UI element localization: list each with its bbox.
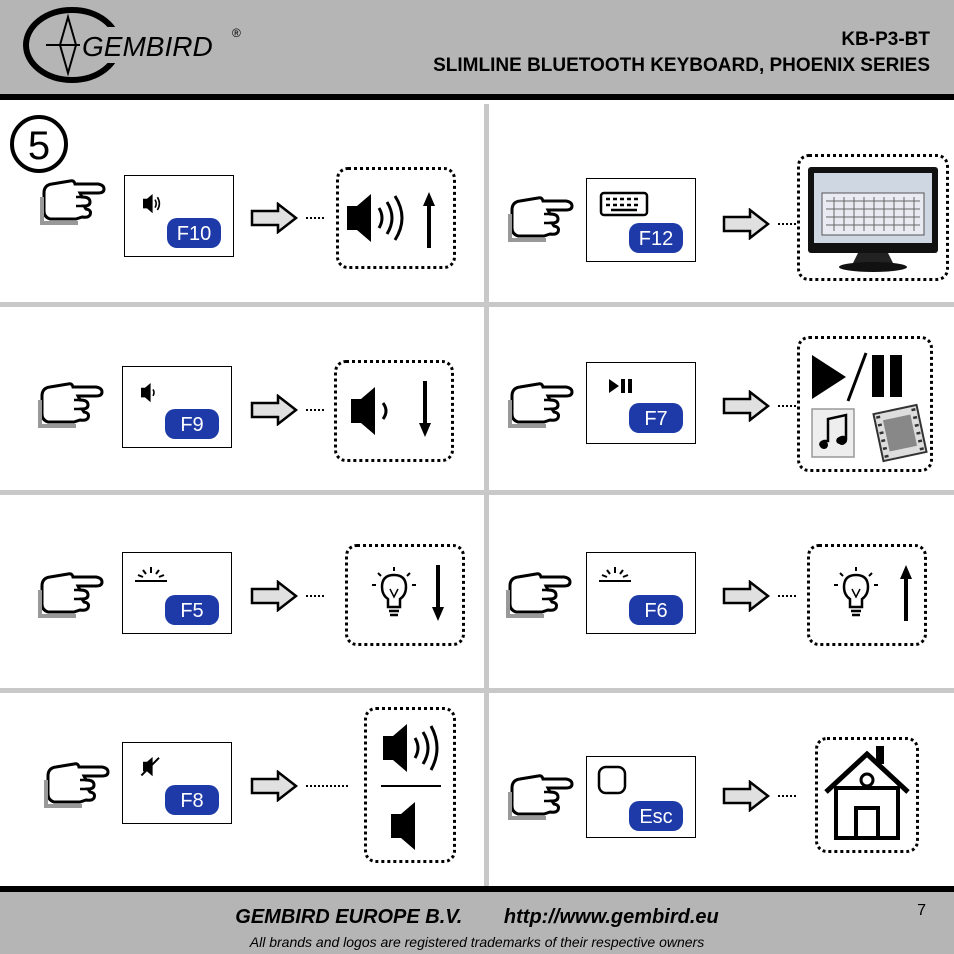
key-esc: Esc (586, 756, 696, 838)
volume-up-icon (143, 194, 161, 214)
row-divider-1 (0, 302, 954, 307)
logo-brand-text: GEMBIRD (82, 31, 213, 62)
home-icon (824, 746, 910, 840)
key-label-f12: F12 (639, 228, 673, 250)
logo-registered-mark: ® (232, 26, 241, 40)
pointing-hand-icon (508, 381, 574, 428)
arrow-f6 (722, 580, 802, 617)
key-label-f8: F8 (180, 790, 203, 812)
lightbulb-icon (370, 565, 418, 617)
arrow-up-icon (423, 192, 435, 248)
home-key-icon (597, 765, 627, 795)
key-f8: F8 (122, 742, 232, 824)
pointing-hand-icon (38, 381, 104, 428)
product-name: SLIMLINE BLUETOOTH KEYBOARD, PHOENIX SER… (433, 55, 930, 76)
arrow-right-icon (722, 390, 800, 422)
mute-icon (140, 757, 160, 777)
hand-pointer-f6 (506, 568, 576, 625)
hand-pointer-f8 (44, 758, 114, 815)
pointing-hand-icon (38, 571, 104, 618)
volume-up-icon (347, 194, 404, 242)
arrow-esc (722, 780, 802, 817)
footer-company-line: GEMBIRD EUROPE B.V. http://www.gembird.e… (0, 906, 954, 929)
key-f10: F10 (124, 175, 234, 257)
hand-pointer-esc (508, 770, 578, 827)
row-divider-2 (0, 490, 954, 495)
key-label-f5: F5 (180, 600, 203, 622)
arrow-f7 (722, 390, 802, 427)
arrow-right-icon (722, 580, 800, 612)
arrow-right-icon (722, 780, 800, 812)
arrow-f5 (250, 580, 330, 617)
page-number: 7 (917, 902, 926, 919)
step-number-badge: 5 (9, 114, 69, 174)
play-pause-icon (609, 379, 632, 393)
volume-down-icon (141, 383, 155, 403)
company-name: GEMBIRD EUROPE B.V. (235, 906, 463, 928)
arrow-down-icon (432, 565, 444, 621)
key-label-f10: F10 (177, 223, 211, 245)
step-number: 5 (28, 124, 50, 168)
result-brightness-up (807, 544, 927, 646)
pointing-hand-icon (44, 761, 110, 808)
pointing-hand-icon (508, 195, 574, 242)
logo-compass (58, 13, 78, 77)
key-f12: F12 (586, 178, 696, 262)
volume-down-icon (351, 387, 388, 435)
pointing-hand-icon (506, 571, 572, 618)
header: GEMBIRD ® KB-P3-BT SLIMLINE BLUETOOTH KE… (0, 0, 954, 100)
play-pause-icon (812, 352, 902, 402)
key-label-f7: F7 (644, 408, 667, 430)
arrow-f12 (722, 208, 802, 245)
company-url[interactable]: http://www.gembird.eu (503, 906, 719, 928)
result-volume-up (336, 167, 456, 269)
arrow-right-icon (250, 580, 328, 612)
hand-pointer-f9 (38, 378, 108, 435)
result-mute-toggle (364, 707, 456, 863)
pointing-hand-icon (40, 178, 106, 225)
arrow-right-icon (250, 394, 328, 426)
row-divider-3 (0, 688, 954, 693)
key-f9: F9 (122, 366, 232, 448)
arrow-f9 (250, 394, 330, 431)
trademark-notice: All brands and logos are registered trad… (249, 934, 705, 950)
key-f7: F7 (586, 362, 696, 444)
mute-icon (391, 802, 415, 850)
model-block: KB-P3-BT SLIMLINE BLUETOOTH KEYBOARD, PH… (433, 27, 930, 79)
lightbulb-icon (832, 565, 880, 617)
column-divider (484, 104, 489, 886)
result-onscreen-keyboard (797, 154, 949, 281)
result-play-pause (797, 336, 933, 472)
key-f5: F5 (122, 552, 232, 634)
key-label-f9: F9 (180, 414, 203, 436)
music-icon (811, 408, 855, 458)
pointing-hand-icon (508, 773, 574, 820)
arrow-right-icon (250, 202, 328, 234)
key-f6: F6 (586, 552, 696, 634)
gembird-logo: GEMBIRD ® (20, 5, 260, 90)
result-volume-down (334, 360, 454, 462)
arrow-up-icon (900, 565, 912, 621)
hand-pointer-f7 (508, 378, 578, 435)
brightness-icon (599, 567, 631, 582)
volume-up-icon (383, 724, 439, 772)
arrow-right-icon (722, 208, 800, 240)
hand-pointer-f5 (38, 568, 108, 625)
result-home (815, 737, 919, 853)
hand-pointer-f12 (508, 192, 578, 249)
hand-pointer-f10 (40, 175, 110, 232)
arrow-down-icon (419, 381, 431, 437)
model-number: KB-P3-BT (841, 29, 930, 50)
film-icon (872, 403, 928, 463)
arrow-f10 (250, 202, 330, 239)
footer: GEMBIRD EUROPE B.V. http://www.gembird.e… (0, 886, 954, 954)
monitor-icon (808, 167, 938, 272)
keyboard-icon (599, 191, 649, 217)
key-label-f6: F6 (644, 600, 667, 622)
arrow-f8 (250, 770, 350, 807)
result-brightness-down (345, 544, 465, 646)
brightness-icon (135, 567, 167, 582)
key-label-esc: Esc (639, 806, 672, 828)
